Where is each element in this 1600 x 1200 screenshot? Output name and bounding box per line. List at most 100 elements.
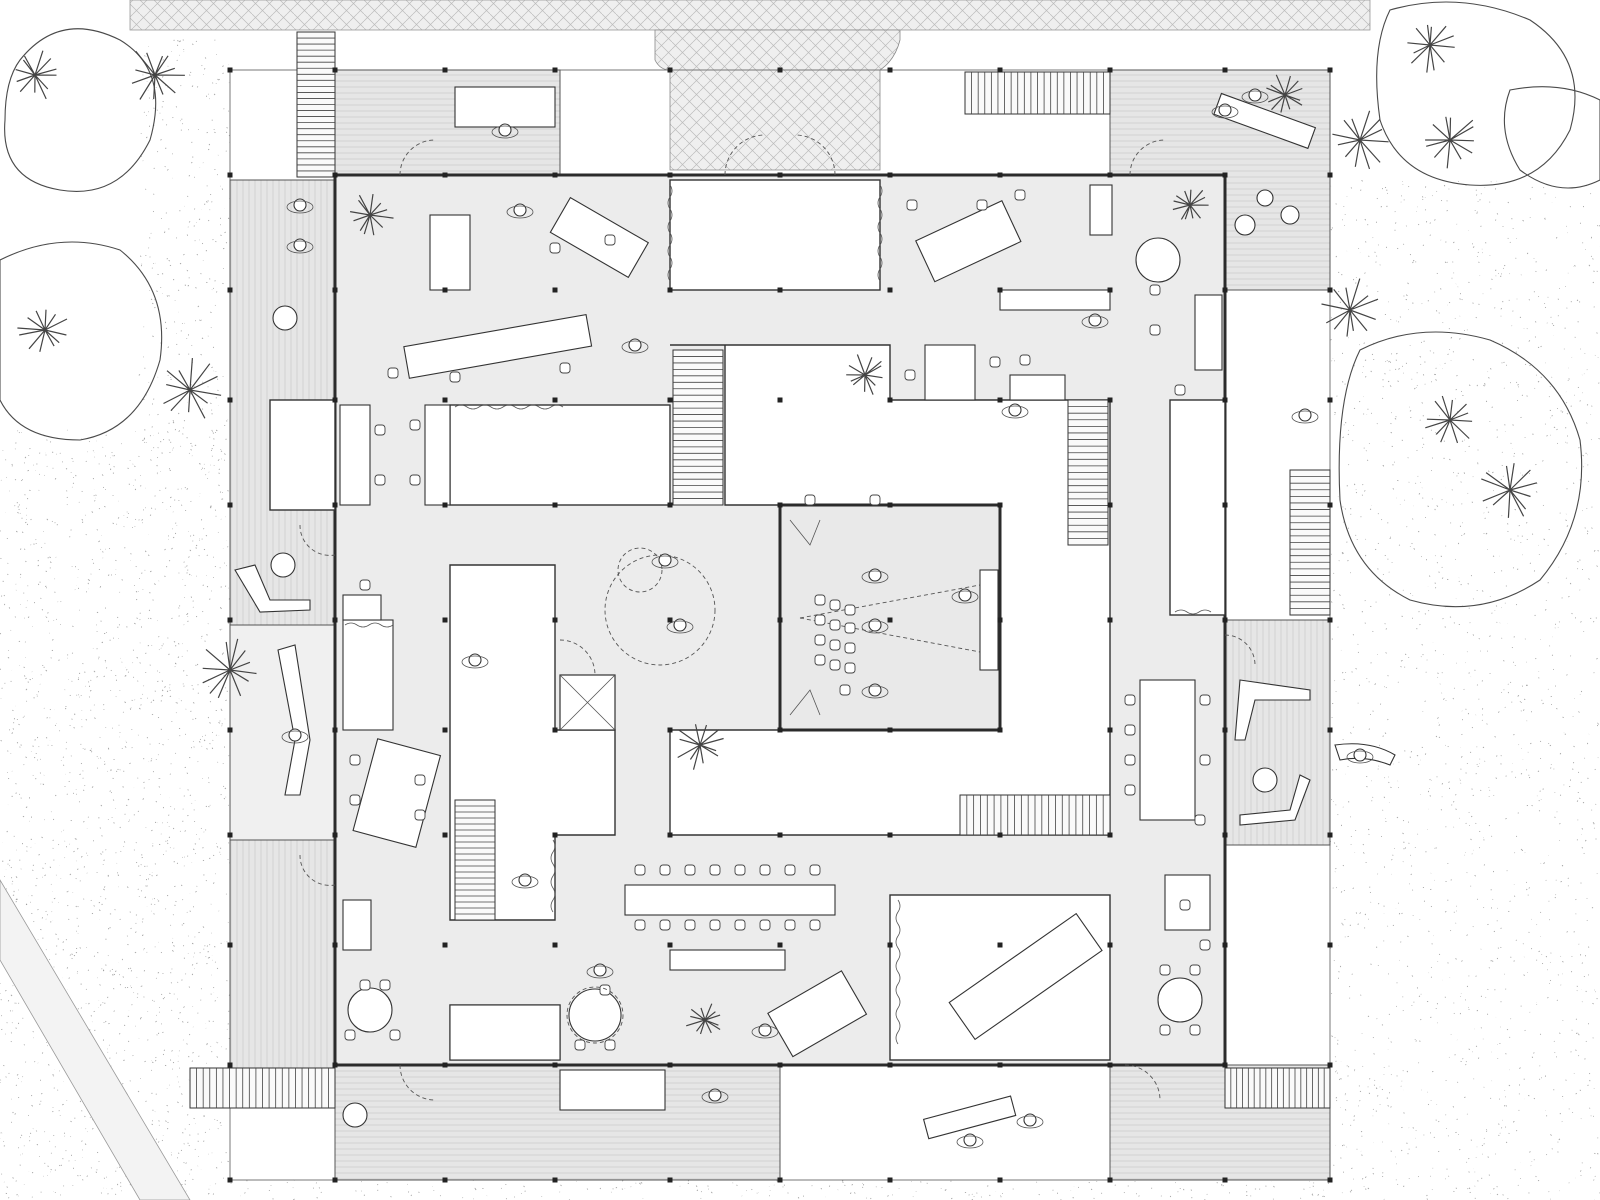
chair	[414, 774, 426, 786]
column	[552, 172, 558, 178]
column	[552, 727, 558, 733]
person-shoulders	[286, 240, 314, 254]
person-icon	[868, 618, 882, 632]
chair	[829, 659, 841, 671]
column	[227, 172, 233, 178]
theater-curtain-lines	[789, 519, 821, 716]
desk	[1194, 294, 1223, 371]
person-icon	[673, 618, 687, 632]
chair	[1019, 354, 1031, 366]
void-top	[669, 179, 881, 291]
person-icon	[758, 1023, 772, 1037]
person-icon	[628, 338, 642, 352]
deck-left-bottom	[229, 839, 336, 1071]
column	[332, 1177, 338, 1183]
column	[887, 1177, 893, 1183]
person-shoulders	[956, 1135, 984, 1149]
column	[1107, 1062, 1113, 1068]
column	[1222, 1062, 1228, 1068]
column	[777, 942, 783, 948]
activity-zone	[604, 554, 716, 666]
entry-paving	[654, 29, 901, 171]
column	[1327, 727, 1333, 733]
chair	[1149, 324, 1161, 336]
person-icon	[1298, 408, 1312, 422]
column	[1107, 397, 1113, 403]
void-left-small	[269, 399, 336, 511]
column	[1222, 172, 1228, 178]
person-shoulders	[861, 685, 889, 699]
person-icon	[708, 1088, 722, 1102]
chair	[359, 579, 371, 591]
chair	[829, 599, 841, 611]
plant-icon	[202, 638, 257, 699]
desk	[449, 1004, 561, 1061]
chair	[839, 684, 851, 696]
column	[1107, 1177, 1113, 1183]
column	[1222, 942, 1228, 948]
column	[442, 727, 448, 733]
person-icon	[958, 588, 972, 602]
column	[227, 1177, 233, 1183]
structural-columns	[227, 67, 1333, 1183]
plant-icon	[349, 194, 394, 236]
plant-icon	[686, 1003, 721, 1035]
column	[442, 1062, 448, 1068]
column	[997, 1062, 1003, 1068]
column	[227, 397, 233, 403]
person-icon	[293, 238, 307, 252]
chair	[829, 619, 841, 631]
desk	[559, 1069, 666, 1111]
chair	[1194, 814, 1206, 826]
column	[227, 502, 233, 508]
round-table	[272, 305, 298, 331]
chair	[1199, 754, 1211, 766]
chair	[374, 474, 386, 486]
column	[1327, 502, 1333, 508]
person-icon	[468, 653, 482, 667]
deck-bottom-left	[334, 1064, 781, 1181]
column	[1327, 172, 1333, 178]
chair	[574, 1039, 586, 1051]
column	[1107, 172, 1113, 178]
person-shoulders	[951, 590, 979, 604]
column	[227, 287, 233, 293]
door-swing-icon	[724, 134, 766, 176]
plant-icon	[17, 309, 68, 352]
stair-treads	[1290, 476, 1330, 609]
round-table	[1252, 767, 1278, 793]
chair	[359, 979, 371, 991]
person-icon	[658, 553, 672, 567]
desk	[549, 196, 650, 279]
column	[442, 172, 448, 178]
stair-treads	[455, 805, 495, 915]
column	[552, 832, 558, 838]
column	[1327, 1062, 1333, 1068]
column	[777, 832, 783, 838]
column	[1107, 67, 1113, 73]
void-right	[1169, 399, 1226, 616]
round-table	[347, 987, 393, 1033]
chair	[709, 864, 721, 876]
column	[227, 942, 233, 948]
person-icon	[1248, 88, 1262, 102]
chair	[659, 864, 671, 876]
person-shoulders	[1291, 410, 1319, 424]
person-shoulders	[506, 205, 534, 219]
column	[442, 1177, 448, 1183]
desk	[403, 313, 593, 379]
chair	[1124, 754, 1136, 766]
column	[887, 617, 893, 623]
chair	[374, 424, 386, 436]
desk	[424, 404, 451, 506]
column	[442, 832, 448, 838]
column	[1222, 727, 1228, 733]
column	[887, 172, 893, 178]
chair	[1179, 899, 1191, 911]
column	[1327, 67, 1333, 73]
chair	[1124, 694, 1136, 706]
person-shoulders	[1081, 315, 1109, 329]
column	[1107, 942, 1113, 948]
column	[1107, 727, 1113, 733]
plant-icon	[1266, 74, 1303, 113]
